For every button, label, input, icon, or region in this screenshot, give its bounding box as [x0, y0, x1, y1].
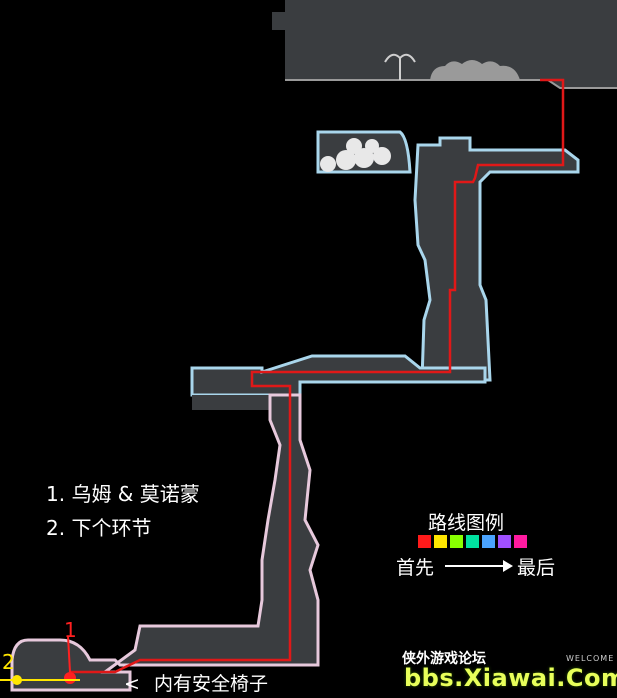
swatch-3: [450, 535, 463, 548]
marker-one-pointer: [67, 635, 71, 673]
bench-note: < 内有安全椅子: [124, 669, 268, 696]
watermark-url: bbs.Xiawai.Com: [404, 664, 617, 692]
swatch-5: [482, 535, 495, 548]
swatch-4: [466, 535, 479, 548]
bench-note-text: 内有安全椅子: [153, 673, 268, 695]
order-arrow: [445, 560, 513, 572]
upper-chambers: [190, 130, 580, 410]
swatch-2: [434, 535, 447, 548]
swatch-6: [498, 535, 511, 548]
legend-item-2: 2. 下个环节: [46, 516, 152, 540]
order-first-label: 首先: [396, 557, 435, 579]
watermark-welcome: WELCOME: [566, 654, 615, 663]
route-path: [70, 78, 565, 680]
bench-arrow: <: [124, 673, 140, 695]
route-legend-title: 路线图例: [428, 512, 505, 534]
marker-one-dot[interactable]: [64, 672, 76, 684]
swatch-7: [514, 535, 527, 548]
watermark-site-name: 侠外游戏论坛: [402, 651, 486, 667]
marker-one-label: 1: [64, 618, 77, 642]
top-chamber: [272, 0, 617, 89]
egg-cluster: [320, 138, 391, 172]
lower-passages: [10, 393, 320, 692]
route-color-swatches: [418, 535, 527, 548]
marker-two-label: 2: [2, 650, 15, 674]
swatch-1: [418, 535, 431, 548]
legend-item-1: 1. 乌姆 & 莫诺蒙: [46, 482, 200, 506]
order-last-label: 最后: [517, 557, 556, 579]
